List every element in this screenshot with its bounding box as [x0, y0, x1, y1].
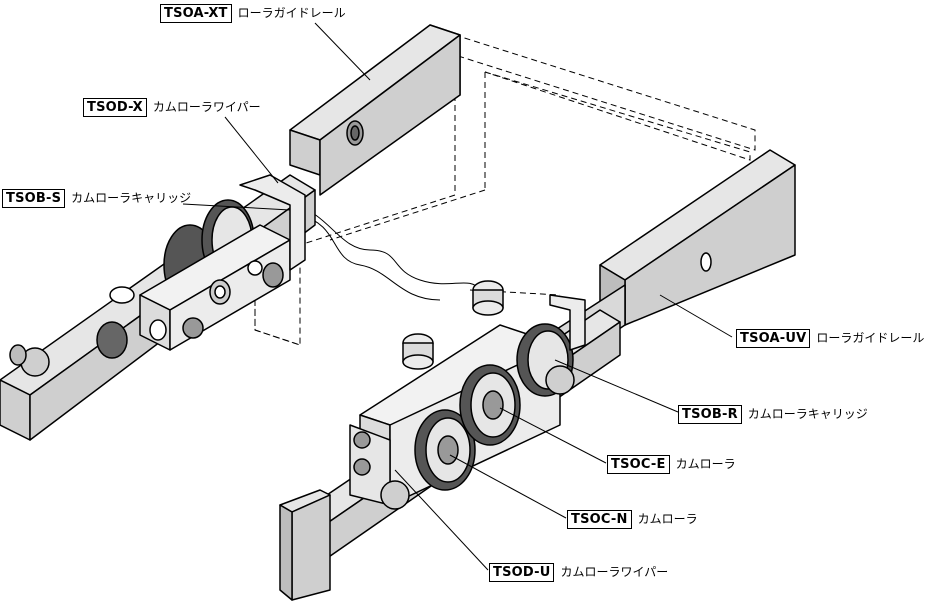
part-code: TSOC-E — [607, 455, 670, 474]
part-description: カムローラワイパー — [560, 565, 669, 579]
carriage-tsob-s — [9, 174, 306, 377]
label-tsoa-xt: TSOA-XT ローラガイドレール — [160, 4, 346, 23]
cable — [294, 204, 481, 301]
part-code: TSOA-XT — [160, 4, 232, 23]
part-code: TSOC-N — [567, 510, 632, 529]
label-tsod-x: TSOD-X カムローラワイパー — [83, 98, 261, 117]
label-tsoc-n: TSOC-N カムローラ — [567, 510, 698, 529]
part-description: ローラガイドレール — [237, 6, 346, 20]
leader-lines — [182, 22, 733, 571]
part-code: TSOB-S — [2, 189, 66, 208]
part-description: ローラガイドレール — [816, 331, 925, 345]
part-code: TSOA-UV — [736, 329, 811, 348]
part-description: カムローラキャリッジ — [747, 407, 868, 421]
part-description: カムローラキャリッジ — [71, 191, 192, 205]
part-description: カムローラ — [675, 457, 736, 471]
part-description: カムローラワイパー — [152, 100, 261, 114]
carriage-tsob-r — [349, 280, 586, 510]
part-code: TSOD-X — [83, 98, 147, 117]
label-tsob-r: TSOB-R カムローラキャリッジ — [678, 405, 868, 424]
label-tsob-s: TSOB-S カムローラキャリッジ — [2, 189, 191, 208]
label-tsoc-e: TSOC-E カムローラ — [607, 455, 736, 474]
part-code: TSOB-R — [678, 405, 742, 424]
part-code: TSOD-U — [489, 563, 555, 582]
part-description: カムローラ — [637, 512, 698, 526]
label-tsod-u: TSOD-U カムローラワイパー — [489, 563, 668, 582]
label-tsoa-uv: TSOA-UV ローラガイドレール — [736, 329, 924, 348]
